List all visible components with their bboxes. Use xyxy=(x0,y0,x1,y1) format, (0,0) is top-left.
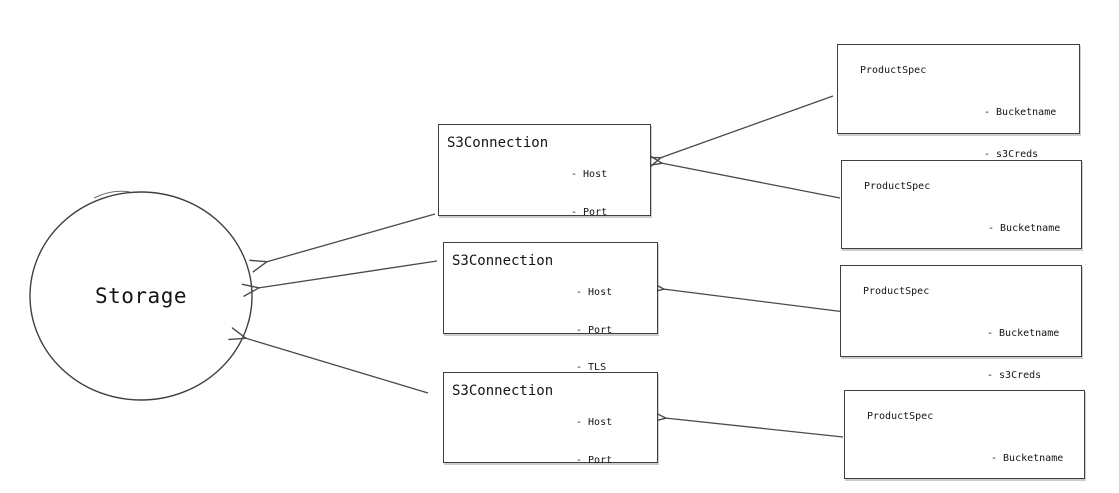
attribute-item: - Host xyxy=(576,287,613,298)
productspec-node-4: ProductSpec - Bucketname - s3Creds xyxy=(844,390,1085,479)
node-attributes: - Host - Port - TLS xyxy=(576,392,612,493)
arrow-s3connection3-to-storage xyxy=(228,327,429,394)
attribute-item: - Host xyxy=(576,417,613,428)
node-title: S3Connection xyxy=(452,253,554,269)
productspec-node-1: ProductSpec - Bucketname - s3Creds xyxy=(837,44,1080,160)
attribute-item: - s3Creds xyxy=(984,149,1039,160)
attribute-item: - Port xyxy=(571,206,608,218)
arrow-productspec4-to-s3connection3 xyxy=(648,409,844,438)
productspec-node-2: ProductSpec - Bucketname - s3Creds xyxy=(841,160,1082,276)
node-attributes: - Bucketname - s3Creds xyxy=(984,78,1056,190)
node-title: S3Connection xyxy=(447,135,549,151)
arrow-s3connection2-to-storage xyxy=(241,260,438,297)
arrow-productspec3-to-s3connection2 xyxy=(646,280,846,313)
attribute-item: - Bucketname xyxy=(984,107,1057,118)
arrow-s3connection1-to-storage xyxy=(249,213,436,273)
storage-node-label: Storage xyxy=(94,284,187,308)
node-attributes: - Host - Port - TLS xyxy=(576,262,612,400)
storage-circle-sketch-stroke xyxy=(93,190,131,199)
node-title: ProductSpec xyxy=(864,181,931,192)
attribute-item: - s3Creds xyxy=(987,370,1042,381)
s3connection-node-3: S3Connection - Host - Port - TLS xyxy=(443,372,658,493)
attribute-item: - Bucketname xyxy=(987,328,1060,339)
node-title: ProductSpec xyxy=(860,65,927,76)
node-attributes: - Bucketname - s3Creds xyxy=(987,299,1059,411)
attribute-item: - TLS xyxy=(576,362,607,373)
s3connection-node-2: S3Connection - Host - Port - TLS xyxy=(443,242,658,373)
node-title: S3Connection xyxy=(452,383,554,399)
arrow-productspec2-to-s3connection1 xyxy=(644,153,841,199)
node-title: ProductSpec xyxy=(867,411,934,422)
node-title: ProductSpec xyxy=(863,286,930,297)
node-attributes: - Bucketname - s3Creds xyxy=(991,424,1063,493)
attribute-item: - Bucketname xyxy=(988,223,1061,234)
attribute-item: - Port xyxy=(576,324,613,336)
arrow-productspec1-to-s3connection1 xyxy=(643,95,834,170)
productspec-node-3: ProductSpec - Bucketname - s3Creds xyxy=(840,265,1082,381)
attribute-item: - Port xyxy=(576,454,613,466)
attribute-item: - Host xyxy=(571,169,608,180)
attribute-item: - Bucketname xyxy=(991,453,1064,464)
s3connection-node-1: S3Connection - Host - Port - TLS xyxy=(438,124,651,255)
